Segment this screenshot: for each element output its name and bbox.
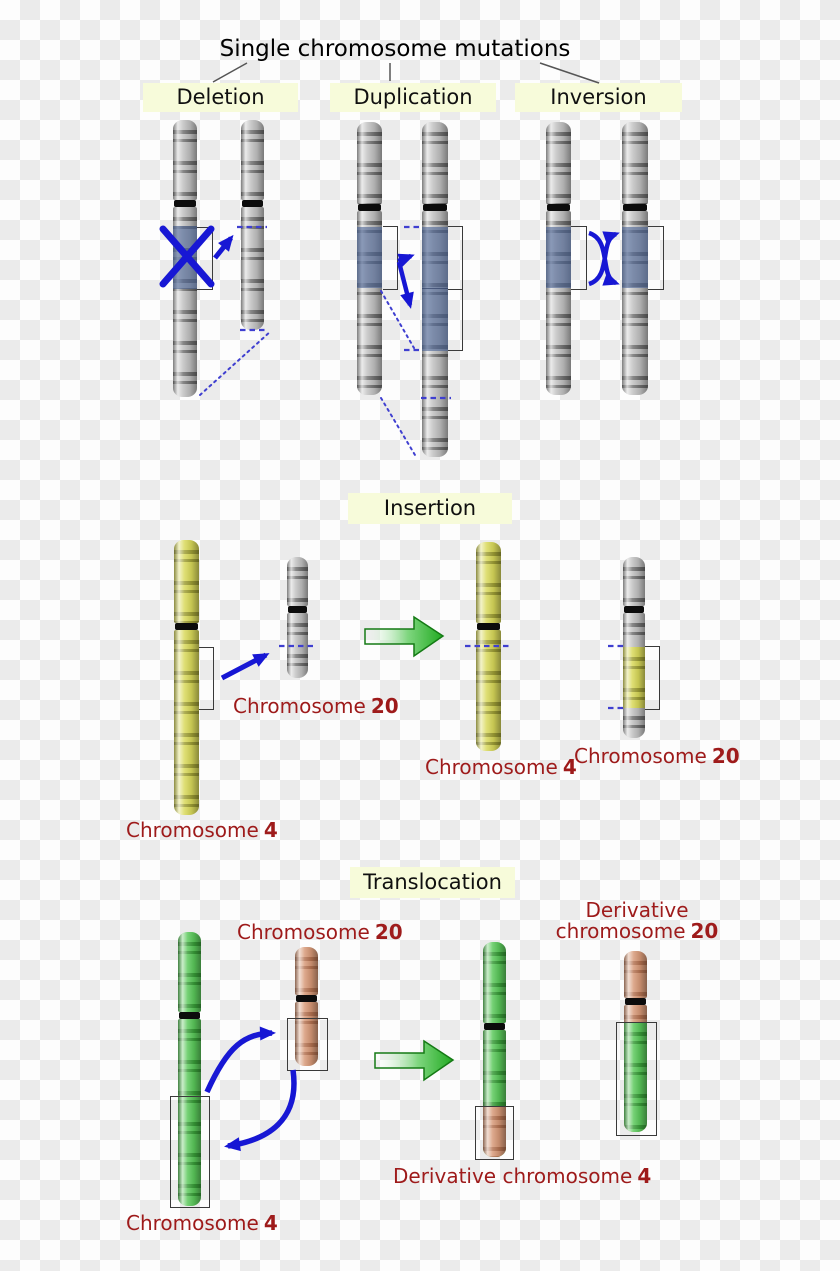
deletion-dotted-diagonal: [199, 330, 272, 396]
duplicate-copy-2-highlight: [422, 288, 448, 351]
inversion-left-bracket: [571, 226, 587, 290]
duplication-chromosome-original: [357, 122, 382, 395]
centromere: [179, 1012, 200, 1019]
insertion-chromosome20-after: [623, 557, 645, 738]
centromere: [296, 995, 317, 1002]
derivative20-region-box: [616, 1022, 657, 1136]
translocation-exchange-arrows: [204, 1026, 297, 1152]
title-connector-lines: [212, 62, 600, 84]
centromere: [623, 204, 647, 211]
duplication-copy1-bracket: [448, 226, 463, 290]
translocation-chr20-region-box: [287, 1018, 328, 1071]
insertion-source-bracket: [199, 647, 214, 710]
inversion-right-bracket: [648, 226, 664, 290]
centromere: [625, 998, 646, 1005]
deletion-arrow: [213, 234, 234, 260]
duplicated-region-highlight: [357, 227, 382, 288]
insertion-arrow: [220, 652, 270, 681]
duplication-dotted-diagonals: [380, 290, 416, 456]
duplicate-copy-1-highlight: [422, 227, 448, 288]
centromere: [174, 200, 196, 207]
inversion-chromosome-result: [622, 122, 648, 395]
section-label-deletion: Deletion: [143, 83, 298, 112]
derivative-chromosome20: [624, 951, 647, 1132]
inversion-chromosome-original: [546, 122, 571, 395]
centromere: [624, 606, 644, 613]
derivative-chromosome4: [483, 942, 506, 1157]
insertion-chromosome20-before: [287, 557, 308, 678]
inverted-region-highlight: [546, 227, 571, 288]
centromere: [423, 204, 447, 211]
deletion-chromosome-result: [241, 120, 264, 330]
translocation-chromosome4-before: [178, 932, 201, 1206]
translocation-result-green-arrow: [374, 1039, 455, 1082]
section-label-duplication: Duplication: [330, 83, 496, 112]
insertion-target-bracket: [645, 646, 660, 710]
insertion-chromosome4-after: [476, 542, 501, 751]
inverted-region-result-highlight: [622, 227, 648, 288]
duplication-copy2-bracket: [448, 289, 463, 351]
centromere: [242, 200, 263, 207]
centromere: [477, 623, 500, 630]
deletion-region-bracket: [197, 227, 213, 290]
translocation-chr4-region-box: [170, 1096, 210, 1208]
centromere: [547, 204, 570, 211]
section-label-inversion: Inversion: [515, 83, 682, 112]
insertion-result-green-arrow: [364, 615, 445, 658]
centromere: [288, 606, 307, 613]
centromere: [175, 623, 198, 630]
insertion-chromosome4-before: [174, 540, 199, 815]
section-label-translocation: Translocation: [350, 867, 515, 898]
centromere: [358, 204, 381, 211]
section-label-insertion: Insertion: [348, 493, 512, 524]
deleted-region-highlight: [173, 226, 197, 289]
duplication-chromosome-result: [422, 122, 448, 457]
page-title: Single chromosome mutations: [219, 36, 571, 62]
centromere: [484, 1023, 505, 1030]
duplication-source-bracket: [383, 226, 398, 290]
deletion-chromosome-original: [173, 120, 197, 397]
duplication-double-arrow: [396, 253, 415, 309]
derivative4-region-box: [475, 1106, 514, 1160]
inversion-crossed-arrows: [588, 230, 620, 287]
